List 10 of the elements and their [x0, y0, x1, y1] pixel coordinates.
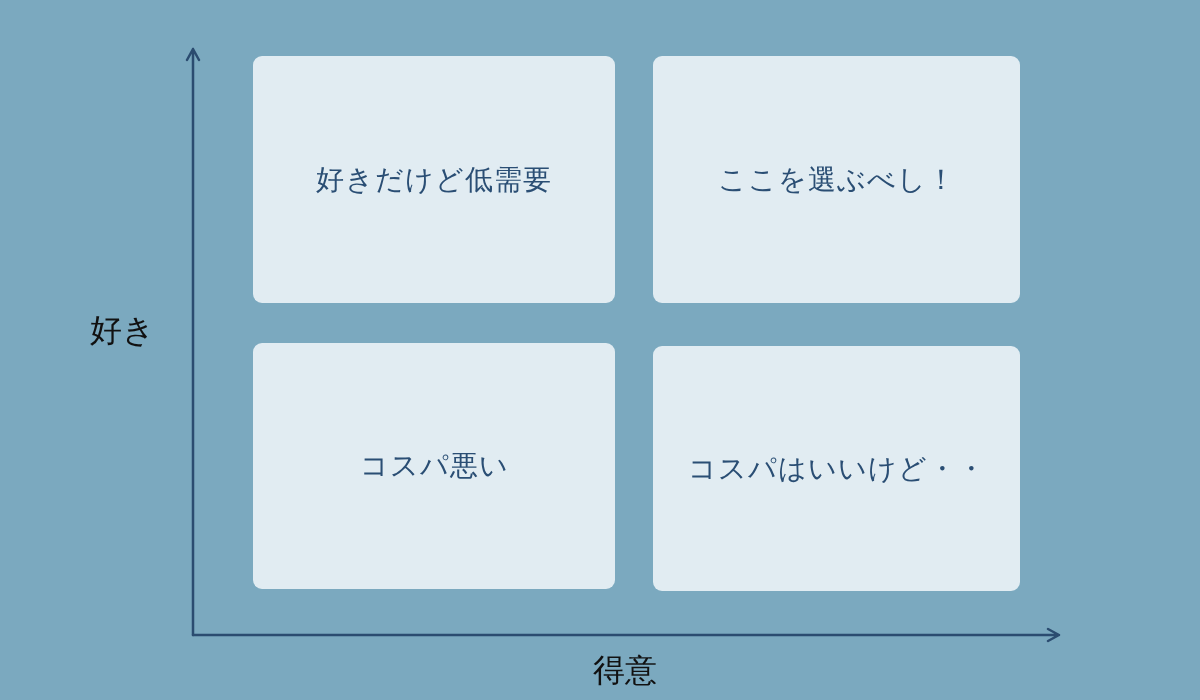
y-axis-label: 好き [89, 310, 155, 350]
quadrant-label: 好きだけど低需要 [316, 162, 552, 197]
quadrant-box [253, 343, 615, 589]
quadrant-label: コスパ悪い [359, 449, 509, 483]
quadrant-box [653, 56, 1020, 303]
quadrant-box [253, 56, 615, 303]
quadrant-label: ここを選ぶべし！ [717, 162, 956, 197]
x-axis-label: 得意 [593, 650, 657, 690]
quadrant-label: コスパはいいけど・・ [687, 451, 986, 486]
quadrant-box [653, 346, 1020, 591]
